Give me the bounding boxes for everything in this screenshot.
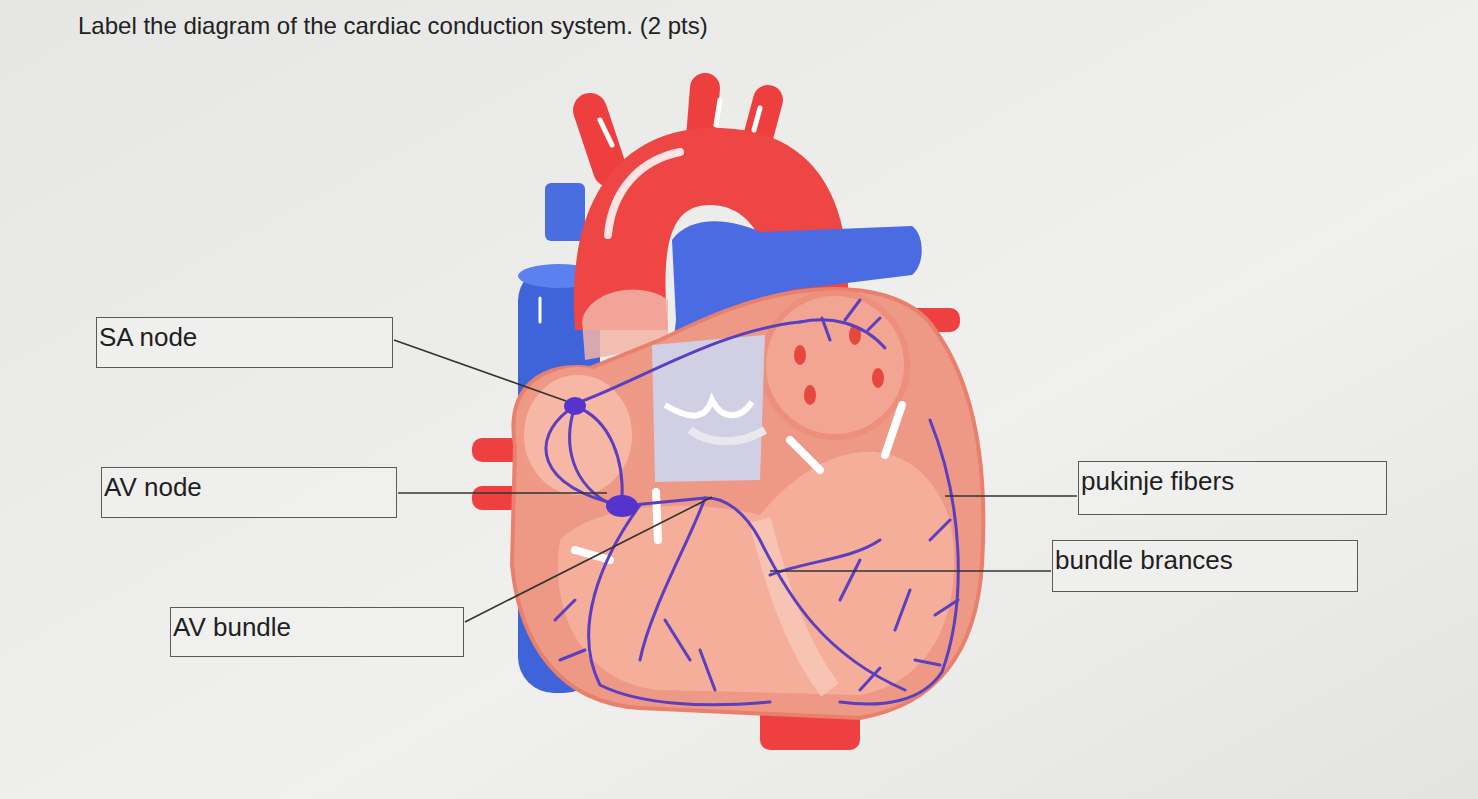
label-box: pukinje fibers [1078, 461, 1387, 515]
label-text: pukinje fibers [1081, 467, 1382, 497]
label-text: AV bundle [173, 613, 459, 643]
vein-opening [872, 368, 884, 388]
label-text: bundle brances [1055, 546, 1353, 576]
highlight [608, 152, 680, 235]
label-text: SA node [99, 323, 388, 353]
label-box: SA node [96, 317, 393, 368]
conduction-pathway [546, 300, 958, 705]
valve-cusps [690, 430, 765, 441]
heart-wall [512, 289, 983, 718]
highlight [716, 100, 720, 125]
pulmonary-valve [652, 335, 765, 482]
title-text: Label the diagram of the cardiac conduct… [78, 12, 708, 40]
ventricles [558, 452, 954, 695]
vein-stub [545, 183, 585, 241]
av-node-dot [606, 495, 638, 517]
label-box: bundle brances [1052, 540, 1358, 592]
valve-cusps [665, 400, 752, 416]
highlight [790, 440, 820, 470]
highlight [754, 108, 760, 130]
highlight [539, 298, 542, 322]
septum [760, 520, 830, 690]
sa-node-dot [564, 397, 586, 415]
highlight [885, 405, 902, 455]
highlight [656, 492, 658, 540]
highlight [600, 120, 612, 145]
label-box: AV node [101, 467, 397, 518]
label-text: AV node [104, 473, 392, 503]
left-atrium [763, 293, 907, 437]
vein-opening [794, 345, 806, 365]
leader-lines [394, 340, 1077, 622]
vein-opening [804, 385, 816, 405]
label-box: AV bundle [170, 607, 464, 657]
